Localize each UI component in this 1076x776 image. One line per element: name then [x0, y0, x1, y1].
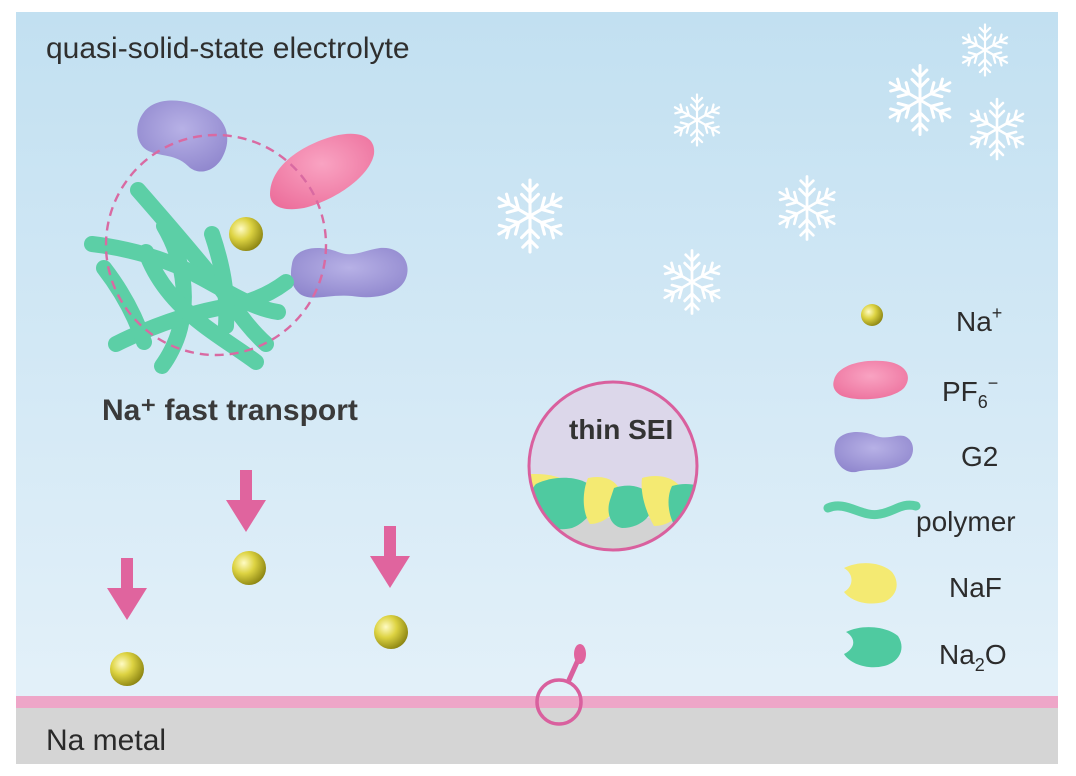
diagram-canvas — [16, 12, 1058, 764]
legend-na2o-icon — [844, 627, 902, 668]
na-ion-center — [229, 217, 263, 251]
na-metal-label: Na metal — [46, 724, 167, 757]
pf6-anion — [270, 133, 375, 210]
legend-g2-label: G2 — [961, 441, 999, 472]
g2-molecule-right — [290, 247, 408, 298]
na-metal-layer — [16, 706, 1058, 764]
legend-polymer-icon — [823, 500, 921, 520]
na-ion — [374, 615, 408, 649]
solvation-shell — [104, 133, 328, 357]
na-ion — [232, 551, 266, 585]
legend-pf6-icon — [833, 360, 908, 400]
legend-pf6-label: PF6− — [942, 373, 999, 412]
na-ion — [110, 652, 144, 686]
legend-na-label: Na+ — [956, 303, 1003, 337]
legend-naf-label: NaF — [949, 572, 1002, 603]
electrolyte-title: quasi-solid-state electrolyte — [46, 32, 410, 65]
legend-icons — [823, 304, 921, 668]
magnifier-icon — [535, 644, 586, 726]
polymer-chains — [84, 182, 294, 374]
g2-molecule-top — [137, 100, 228, 172]
legend-naf-icon — [844, 563, 897, 604]
legend-g2-icon — [834, 432, 913, 473]
transport-label: Na⁺ fast transport — [102, 394, 358, 427]
legend-na-icon — [861, 304, 883, 326]
legend-na2o-label: Na2O — [939, 639, 1007, 675]
diagram-frame: quasi-solid-state electrolyte Na⁺ fast t… — [16, 12, 1058, 764]
legend-polymer-label: polymer — [916, 506, 1016, 537]
solvation-cluster — [84, 100, 408, 374]
sei-label: thin SEI — [569, 414, 674, 445]
